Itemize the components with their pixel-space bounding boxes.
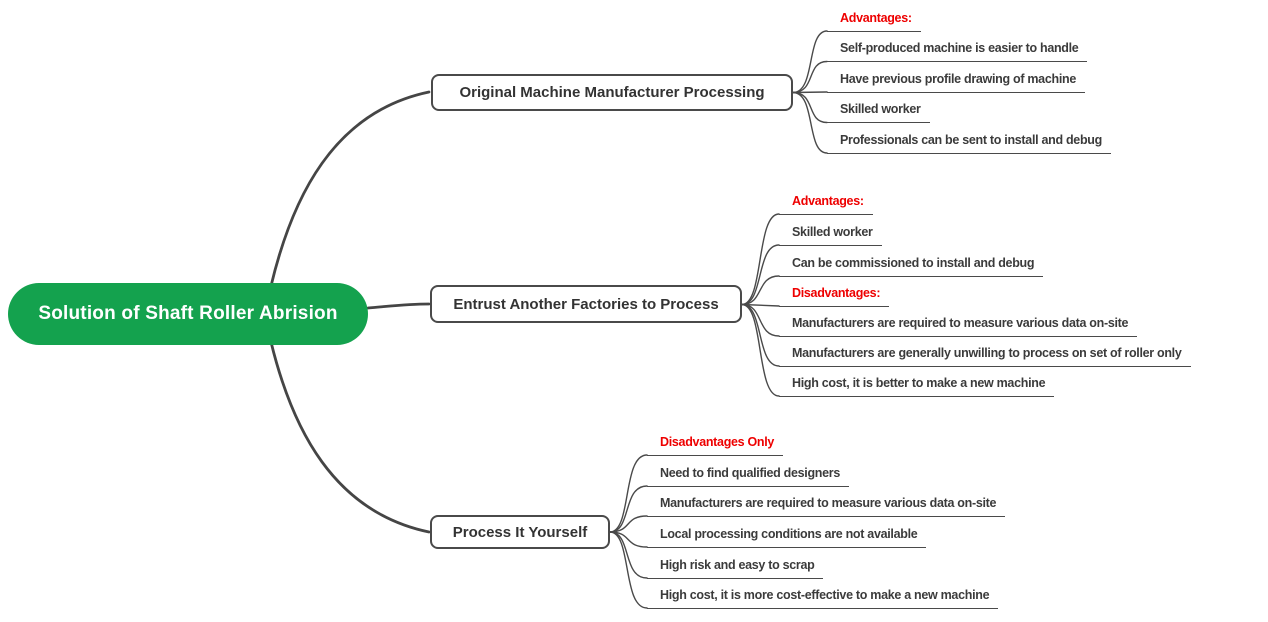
root-topic[interactable]: Solution of Shaft Roller Abrision [8, 283, 368, 345]
leaf-item-disadvantages-only-header[interactable]: Disadvantages Only [647, 434, 784, 456]
connector-line [792, 91, 828, 94]
connector-line [741, 303, 780, 307]
leaf-item[interactable]: Manufacturers are required to measure va… [647, 495, 1006, 517]
leaf-item[interactable]: Can be commissioned to install and debug [779, 255, 1044, 277]
connector-line [609, 515, 648, 533]
root-to-branch-1-connector [269, 90, 431, 288]
leaf-item[interactable]: Manufacturers are required to measure va… [779, 315, 1138, 337]
leaf-item[interactable]: High risk and easy to scrap [647, 557, 824, 579]
connector-line [741, 244, 780, 306]
connector-line [741, 213, 780, 306]
leaf-item[interactable]: Local processing conditions are not avai… [647, 526, 927, 548]
leaf-item[interactable]: Self-produced machine is easier to handl… [827, 40, 1088, 62]
leaf-item[interactable]: High cost, it is more cost-effective to … [647, 587, 999, 609]
connector-line [609, 485, 648, 533]
connector-line [792, 30, 828, 94]
connector-line [609, 531, 648, 609]
leaf-item[interactable]: Professionals can be sent to install and… [827, 132, 1111, 154]
leaf-item[interactable]: Have previous profile drawing of machine [827, 71, 1085, 93]
leaf-item-disadvantages-header[interactable]: Disadvantages: [779, 285, 890, 307]
leaf-item[interactable]: Skilled worker [827, 101, 930, 123]
leaf-item[interactable]: High cost, it is better to make a new ma… [779, 375, 1055, 397]
connector-line [609, 454, 648, 533]
branch-topic-original-machine-manufacturer[interactable]: Original Machine Manufacturer Processing [431, 74, 793, 111]
connector-line [741, 303, 780, 397]
connector-line [792, 60, 828, 94]
root-to-branch-3-connector [269, 340, 431, 534]
connector-line [792, 91, 828, 154]
root-to-branch-2-connector [366, 302, 431, 310]
connector-line [741, 303, 780, 337]
leaf-item[interactable]: Manufacturers are generally unwilling to… [779, 345, 1191, 367]
connector-line [741, 275, 780, 306]
branch-topic-process-it-yourself[interactable]: Process It Yourself [430, 515, 610, 549]
leaf-item-advantages-header[interactable]: Advantages: [827, 10, 921, 32]
branch-topic-entrust-another-factories[interactable]: Entrust Another Factories to Process [430, 285, 742, 323]
leaf-item-advantages-header[interactable]: Advantages: [779, 193, 873, 215]
leaf-item[interactable]: Skilled worker [779, 224, 882, 246]
leaf-item[interactable]: Need to find qualified designers [647, 465, 850, 487]
